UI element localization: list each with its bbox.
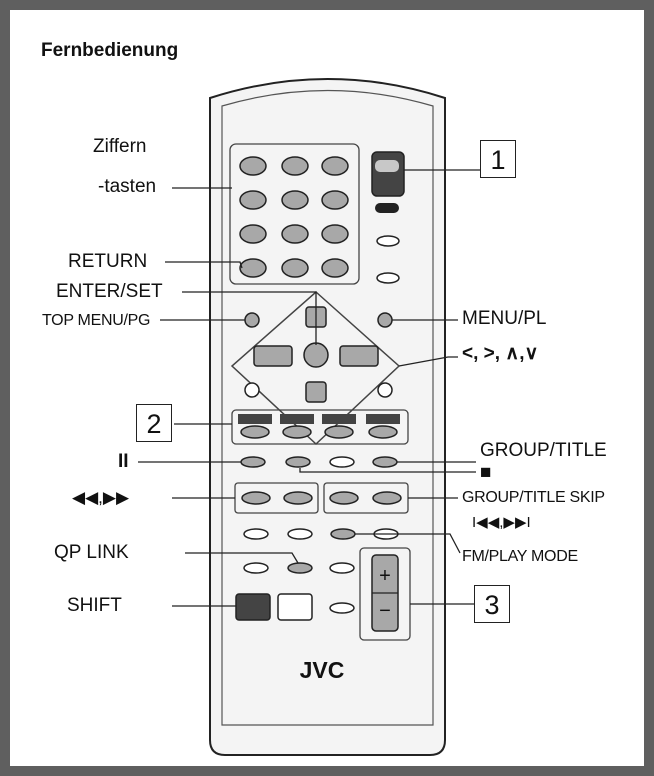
number-keys bbox=[239, 156, 349, 278]
label-skip-symbols: I◀◀,▶▶I bbox=[472, 514, 531, 531]
callout-2: 2 bbox=[136, 404, 172, 442]
brand-logo: JVC bbox=[300, 657, 345, 683]
number-key bbox=[321, 156, 349, 176]
number-key bbox=[239, 224, 267, 244]
small-button bbox=[376, 235, 400, 247]
color-button bbox=[282, 425, 312, 439]
label-qp-link: QP LINK bbox=[54, 542, 129, 563]
number-key bbox=[281, 190, 309, 210]
skip-back-button bbox=[329, 491, 359, 505]
label-group-title-skip: GROUP/TITLE SKIP bbox=[462, 489, 605, 506]
skip-forward-button bbox=[372, 491, 402, 505]
callout-1: 1 bbox=[480, 140, 516, 178]
color-button bbox=[238, 414, 272, 424]
top-menu-button bbox=[244, 312, 260, 328]
leader-return bbox=[165, 261, 243, 269]
small-button bbox=[243, 528, 269, 540]
label-shift: SHIFT bbox=[67, 595, 122, 616]
color-button bbox=[240, 425, 270, 439]
small-round-button bbox=[244, 382, 260, 398]
label-ziffern-line1: Ziffern bbox=[93, 136, 147, 157]
label-fm-play-mode: FM/PLAY MODE bbox=[462, 548, 578, 565]
label-ziffern-line2: -tasten bbox=[98, 176, 157, 197]
small-button bbox=[329, 602, 355, 614]
volume-minus: − bbox=[379, 600, 391, 622]
label-top-menu: TOP MENU/PG bbox=[42, 312, 151, 329]
remote-inner-contour bbox=[221, 89, 434, 726]
volume-plus: + bbox=[379, 565, 391, 587]
leader-lines bbox=[138, 169, 480, 607]
power-button bbox=[371, 151, 405, 197]
number-key bbox=[281, 224, 309, 244]
small-button bbox=[329, 456, 355, 468]
return-key bbox=[239, 258, 267, 278]
leader-arrows bbox=[398, 356, 458, 367]
label-arrows: <, >, ∧,∨ bbox=[462, 343, 539, 364]
down-arrow-button bbox=[305, 381, 327, 403]
shift-button bbox=[235, 593, 271, 621]
leader-qp-link bbox=[185, 552, 299, 564]
color-button bbox=[368, 425, 398, 439]
color-button-row-outline bbox=[231, 409, 409, 445]
color-buttons bbox=[238, 414, 400, 439]
stop-button bbox=[285, 456, 311, 468]
number-key-group-outline bbox=[229, 143, 360, 285]
power-button-highlight bbox=[375, 160, 399, 172]
color-button bbox=[280, 414, 314, 424]
remote-illustration: + − JVC bbox=[138, 78, 480, 756]
leader-enter-set bbox=[182, 291, 317, 345]
small-button bbox=[243, 562, 269, 574]
fm-play-mode-button bbox=[330, 528, 356, 540]
label-menu-pl: MENU/PL bbox=[462, 308, 547, 329]
group-title-button bbox=[372, 456, 398, 468]
label-enter-set: ENTER/SET bbox=[56, 281, 163, 302]
label-group-title: GROUP/TITLE bbox=[480, 440, 607, 461]
number-key bbox=[321, 190, 349, 210]
number-key bbox=[239, 190, 267, 210]
small-round-button bbox=[377, 382, 393, 398]
menu-pl-button bbox=[377, 312, 393, 328]
number-key bbox=[281, 258, 309, 278]
number-key bbox=[321, 258, 349, 278]
fast-forward-button bbox=[283, 491, 313, 505]
small-button bbox=[376, 272, 400, 284]
label-return: RETURN bbox=[68, 251, 148, 272]
diagram-title: Fernbedienung bbox=[41, 40, 179, 61]
enter-set-button bbox=[303, 342, 329, 368]
label-rew-ff: ◀◀,▶▶ bbox=[72, 488, 130, 507]
label-stop: ■ bbox=[480, 462, 492, 483]
volume-group-outline bbox=[359, 547, 411, 641]
leader-fm-play-mode bbox=[355, 533, 461, 554]
color-button bbox=[324, 425, 354, 439]
power-button-bar bbox=[375, 203, 399, 213]
number-key bbox=[321, 224, 349, 244]
color-button bbox=[322, 414, 356, 424]
left-arrow-button bbox=[253, 345, 293, 367]
callout-3: 3 bbox=[474, 585, 510, 623]
right-arrow-button bbox=[339, 345, 379, 367]
small-button bbox=[329, 562, 355, 574]
small-square-button bbox=[277, 593, 313, 621]
qp-link-button bbox=[287, 562, 313, 574]
leader-stop bbox=[299, 468, 476, 473]
color-button bbox=[366, 414, 400, 424]
number-key bbox=[239, 156, 267, 176]
pause-button bbox=[240, 456, 266, 468]
small-button bbox=[287, 528, 313, 540]
rewind-button bbox=[241, 491, 271, 505]
label-pause: II bbox=[118, 451, 129, 472]
number-key bbox=[281, 156, 309, 176]
